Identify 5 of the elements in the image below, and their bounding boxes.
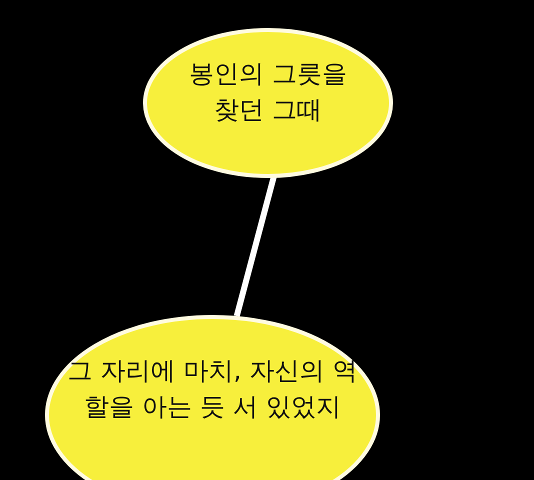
- dialogue-text: 그 자리에 마치, 자신의 역할을 아는 듯 서 있었지: [66, 355, 358, 423]
- bubble-tail-line: [234, 175, 277, 317]
- speech-bubble: [45, 315, 380, 480]
- speech-bubble: [143, 28, 393, 178]
- dialogue-text: 봉인의 그릇을 찾던 그때: [188, 58, 348, 126]
